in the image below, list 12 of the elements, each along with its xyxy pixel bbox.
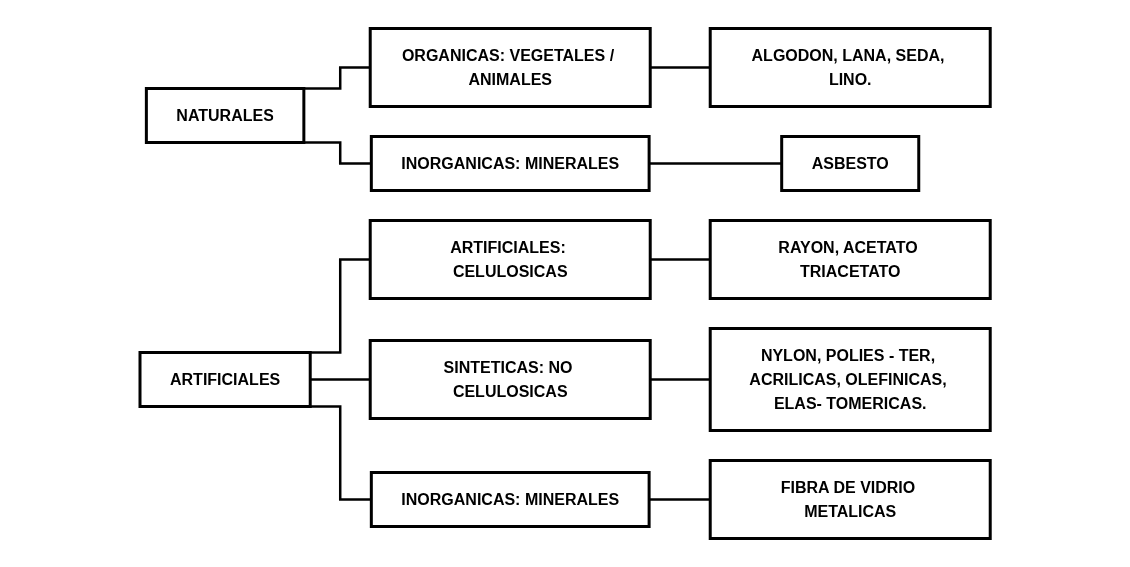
node-box: SINTETICAS: NO CELULOSICAS <box>368 339 652 420</box>
node-box: ASBESTO <box>780 135 921 192</box>
node-box: ARTIFICIALES <box>138 351 312 408</box>
node-box: NATURALES <box>144 87 306 144</box>
node-box: ORGANICAS: VEGETALES / ANIMALES <box>368 27 652 108</box>
node-box: RAYON, ACETATO TRIACETATO <box>708 219 992 300</box>
node-box: ALGODON, LANA, SEDA, LINO. <box>708 27 992 108</box>
node-box: INORGANICAS: MINERALES <box>369 471 651 528</box>
node-box: FIBRA DE VIDRIO METALICAS <box>708 459 992 540</box>
node-box: ARTIFICIALES: CELULOSICAS <box>368 219 652 300</box>
node-box: INORGANICAS: MINERALES <box>369 135 651 192</box>
node-box: NYLON, POLIES - TER, ACRILICAS, OLEFINICAS, ELAS- TOMERICAS. <box>708 327 992 432</box>
